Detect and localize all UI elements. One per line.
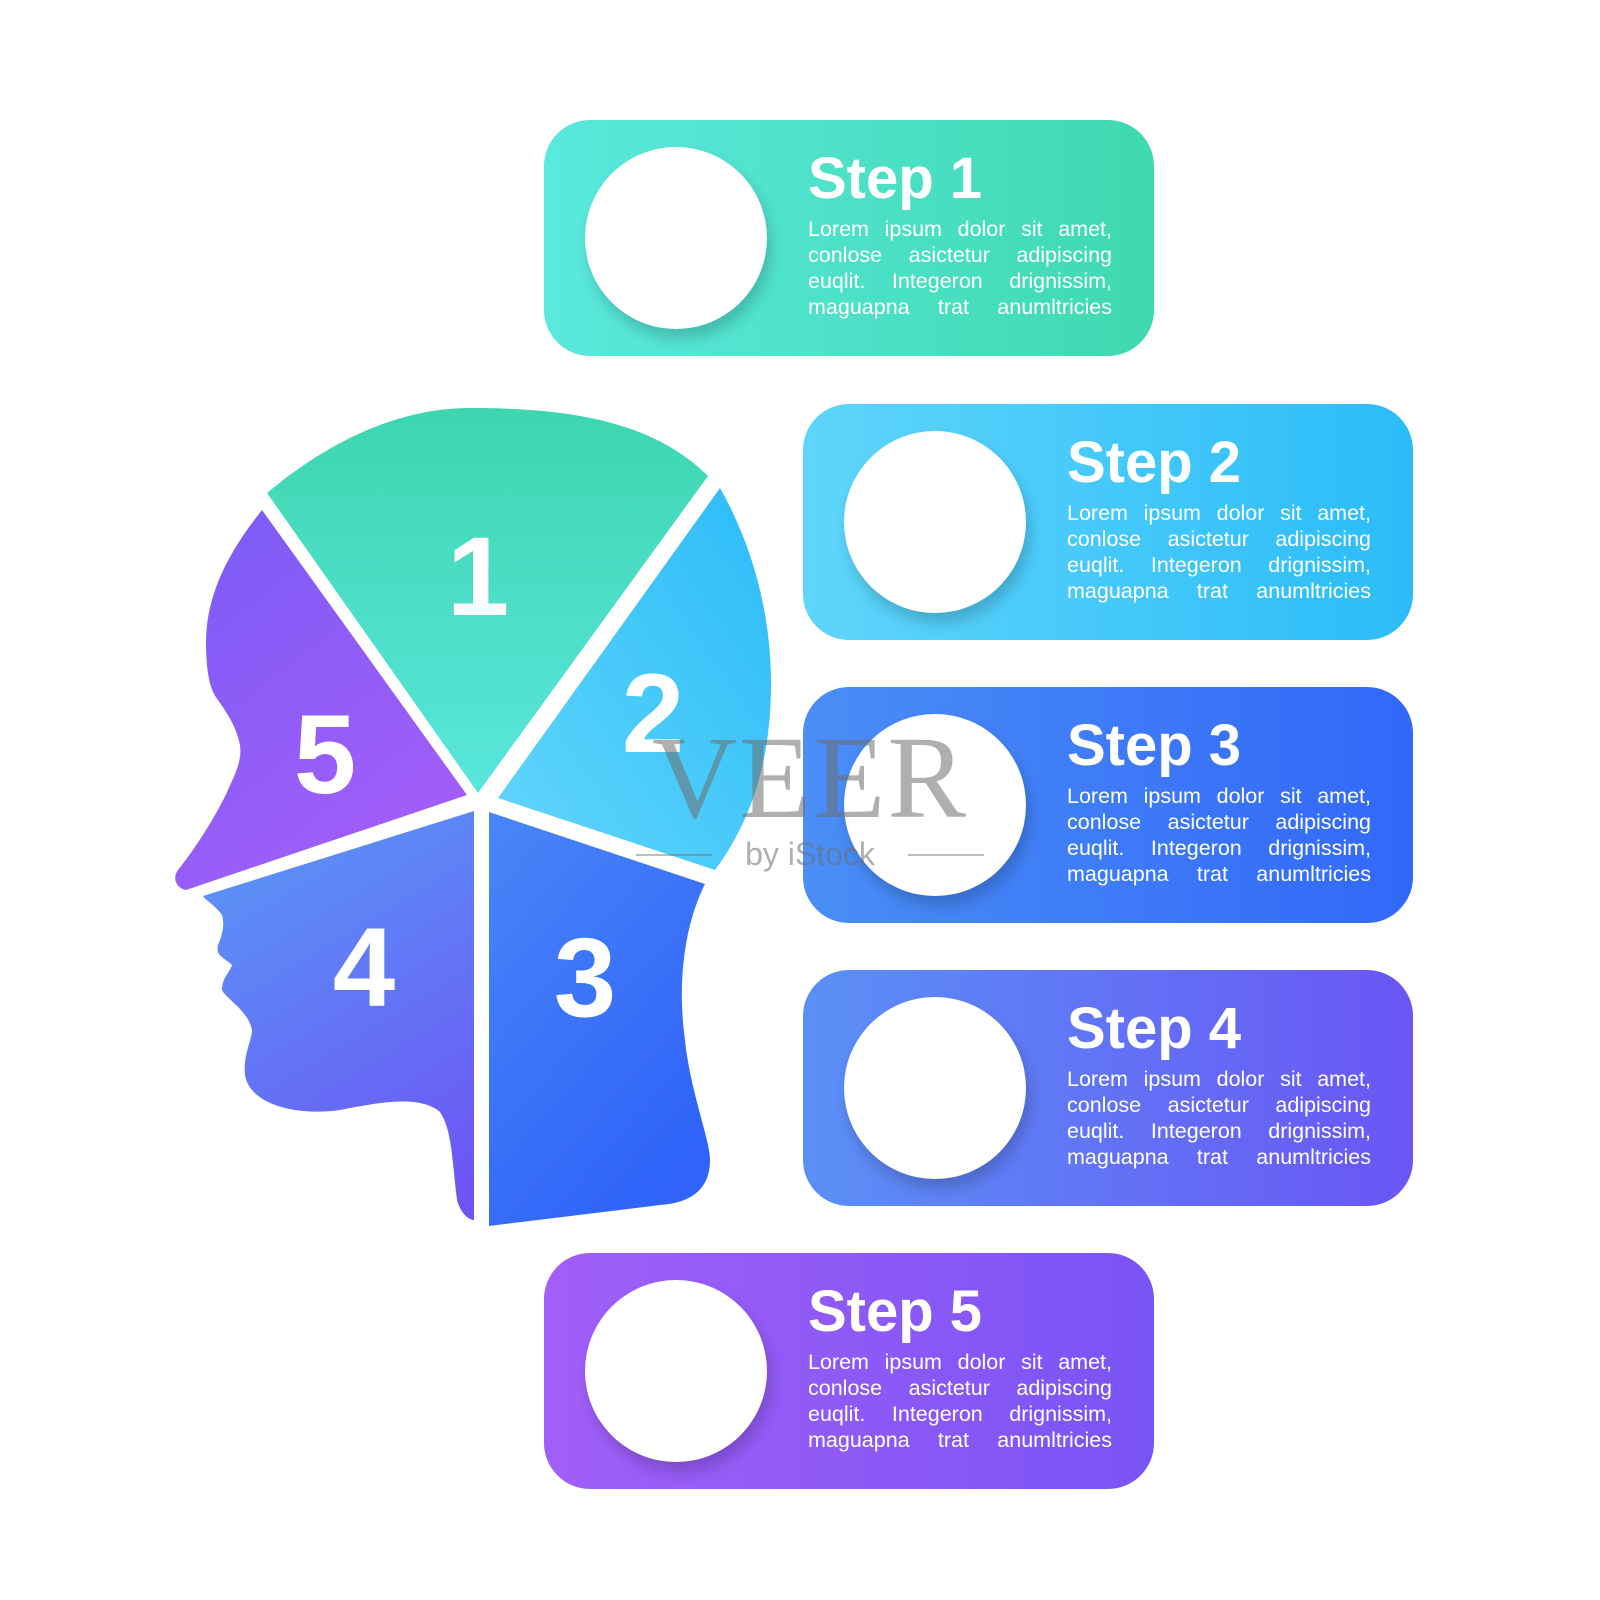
step-card-2: Step 2 Lorem ipsum dolor sit amet, conlo… [803, 404, 1413, 640]
step-card-5: Step 5 Lorem ipsum dolor sit amet, conlo… [544, 1253, 1154, 1489]
segment-number-1: 1 [447, 514, 509, 639]
step-description: Lorem ipsum dolor sit amet, conlose asic… [1067, 501, 1371, 603]
step-title: Step 5 [808, 1279, 983, 1344]
head-segment-5 [175, 510, 468, 890]
head-segment-2 [498, 488, 772, 870]
step-card-4: Step 4 Lorem ipsum dolor sit amet, conlo… [803, 970, 1413, 1206]
step-icon-placeholder [585, 1280, 767, 1462]
step-description: Lorem ipsum dolor sit amet, conlose asic… [808, 1350, 1112, 1452]
step-description: Lorem ipsum dolor sit amet, conlose asic… [808, 217, 1112, 319]
step-card-3: Step 3 Lorem ipsum dolor sit amet, conlo… [803, 687, 1413, 923]
segment-number-4: 4 [333, 905, 395, 1030]
step-icon-placeholder [844, 997, 1026, 1179]
head-segment-1 [267, 408, 708, 793]
step-title: Step 1 [808, 146, 983, 211]
step-icon-placeholder [585, 147, 767, 329]
step-title: Step 3 [1067, 713, 1242, 778]
step-icon-placeholder [844, 714, 1026, 896]
head-segment-3 [489, 812, 710, 1226]
segment-number-3: 3 [554, 915, 616, 1040]
step-title: Step 4 [1067, 996, 1242, 1061]
step-description: Lorem ipsum dolor sit amet, conlose asic… [1067, 1067, 1371, 1169]
step-description: Lorem ipsum dolor sit amet, conlose asic… [1067, 784, 1371, 886]
head-segment-4 [203, 811, 474, 1220]
step-title: Step 2 [1067, 430, 1242, 495]
step-card-1: Step 1 Lorem ipsum dolor sit amet, conlo… [544, 120, 1154, 356]
segment-number-5: 5 [294, 692, 356, 817]
segment-number-2: 2 [622, 651, 684, 776]
step-icon-placeholder [844, 431, 1026, 613]
